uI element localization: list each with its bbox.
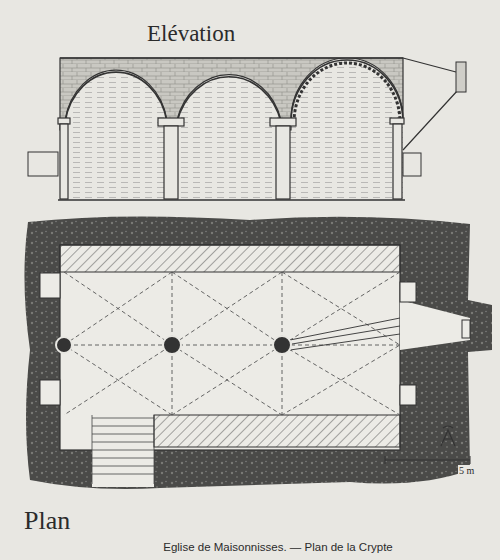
figure-caption: Eglise de Maisonnisses. — Plan de la Cry… bbox=[163, 541, 392, 554]
plan bbox=[24, 216, 492, 489]
elevation bbox=[28, 58, 466, 200]
view-title: Plan bbox=[24, 507, 70, 536]
view-title: Elévation bbox=[147, 21, 235, 46]
scale-label: 5 m bbox=[458, 465, 475, 476]
